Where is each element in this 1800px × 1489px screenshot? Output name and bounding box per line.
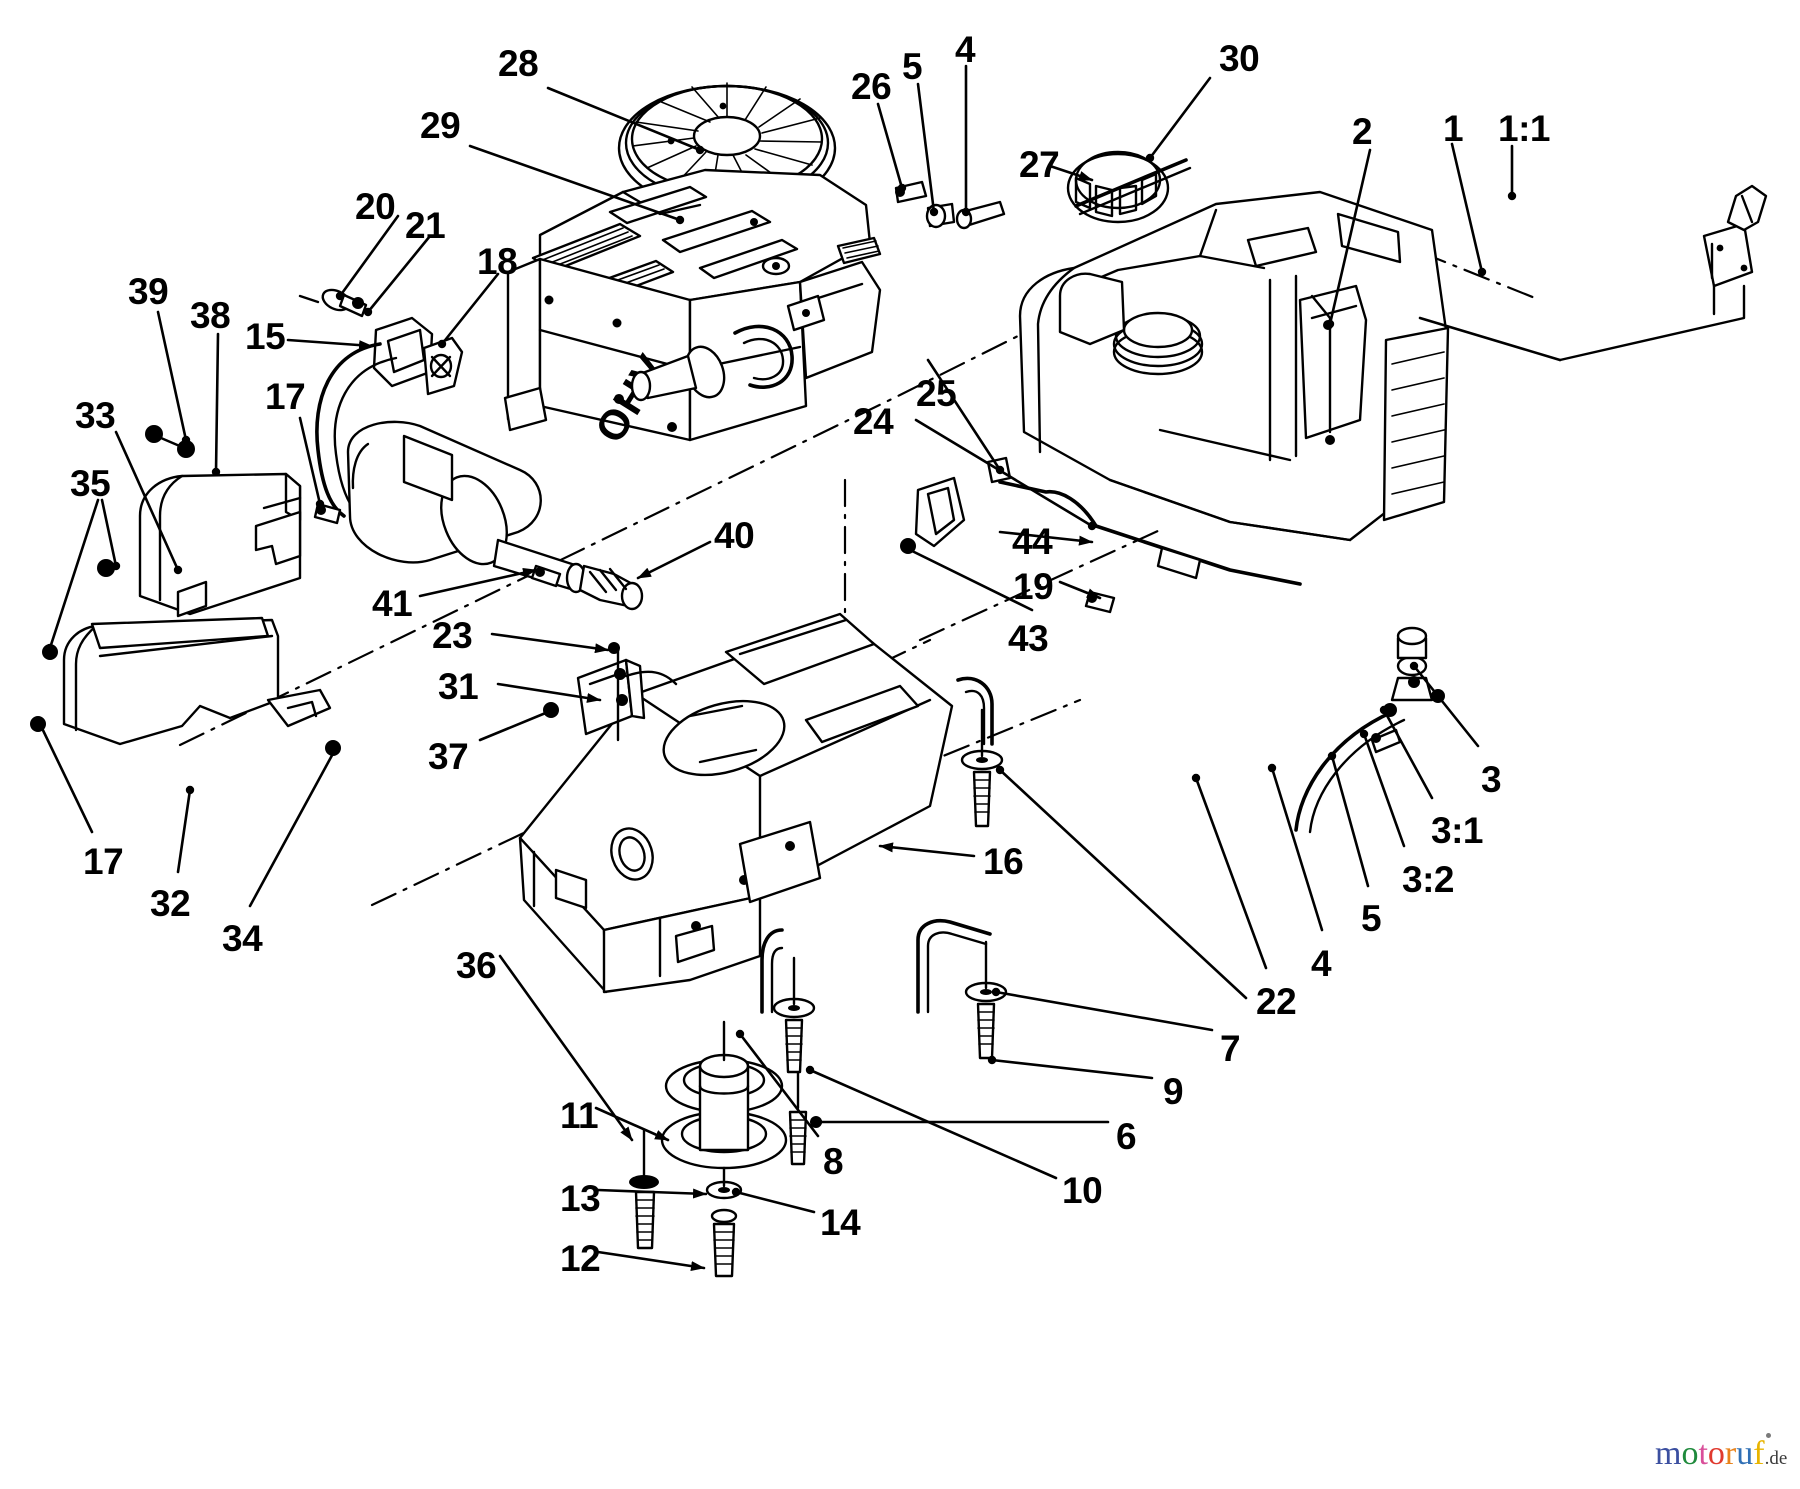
watermark-letter: t	[1698, 1435, 1708, 1472]
callout-37: 37	[428, 736, 469, 777]
callout-38: 38	[190, 295, 231, 336]
callout-17: 17	[265, 376, 306, 417]
fastener-group	[629, 676, 1008, 1250]
callout-8: 8	[823, 1141, 844, 1182]
heat-shield-upper	[138, 425, 302, 618]
callout-27: 27	[1019, 144, 1060, 185]
ignition-switch	[1418, 184, 1768, 362]
watermark-letter: f	[1753, 1435, 1765, 1472]
callout-3-1: 3:1	[1431, 810, 1483, 851]
callout-21: 21	[405, 205, 446, 246]
watermark-letter: m	[1655, 1435, 1682, 1472]
callout-40: 40	[714, 515, 755, 556]
callout-5: 5	[902, 46, 923, 87]
callout-20: 20	[355, 186, 396, 227]
callout-31: 31	[438, 666, 479, 707]
callout-29: 29	[420, 105, 461, 146]
callout-3: 3	[1481, 759, 1502, 800]
watermark-letter: r	[1724, 1435, 1737, 1472]
callout-34: 34	[222, 918, 263, 959]
watermark-letter: u	[1736, 1435, 1754, 1472]
heat-shield-lower	[30, 559, 341, 756]
watermark-suffix: .de	[1764, 1448, 1788, 1469]
callout-7: 7	[1220, 1028, 1241, 1069]
callout-35: 35	[70, 463, 111, 504]
motoruf-watermark: motoruf.de	[1655, 1433, 1788, 1472]
callout-3-2: 3:2	[1402, 859, 1454, 900]
callout-19: 19	[1013, 566, 1054, 607]
callout-24: 24	[853, 401, 894, 442]
callout-39: 39	[128, 271, 169, 312]
callout-4: 4	[955, 29, 976, 70]
callout-4: 4	[1311, 943, 1332, 984]
callout-15: 15	[245, 316, 286, 357]
callout-22: 22	[1256, 981, 1297, 1022]
callout-43: 43	[1008, 618, 1049, 659]
watermark-dot-icon	[1766, 1433, 1772, 1438]
callout-23: 23	[432, 615, 473, 656]
fuel-tank-assembly	[1018, 190, 1450, 542]
callout-6: 6	[1116, 1116, 1137, 1157]
callout-41: 41	[372, 583, 413, 624]
callout-18: 18	[477, 241, 518, 282]
callout-33: 33	[75, 395, 116, 436]
callout-5: 5	[1361, 898, 1382, 939]
callout-44: 44	[1012, 521, 1053, 562]
callout-30: 30	[1219, 38, 1260, 79]
watermark-letter: o	[1707, 1435, 1725, 1472]
callout-28: 28	[498, 43, 539, 84]
callout-1-1: 1:1	[1498, 108, 1550, 149]
callout-32: 32	[150, 883, 191, 924]
callout-2: 2	[1352, 111, 1373, 152]
callout-13: 13	[560, 1178, 601, 1219]
callout-11: 11	[560, 1095, 599, 1136]
callout-14: 14	[820, 1202, 861, 1243]
top-hardware	[894, 180, 1006, 230]
callout-10: 10	[1062, 1170, 1103, 1211]
callout-25: 25	[916, 373, 957, 414]
callout-17: 17	[83, 841, 124, 882]
callout-36: 36	[456, 945, 497, 986]
engine-pulley	[660, 1020, 788, 1278]
callout-16: 16	[983, 841, 1024, 882]
callout-9: 9	[1163, 1071, 1184, 1112]
leader-lines	[35, 64, 1517, 1272]
callout-1: 1	[1443, 108, 1464, 149]
callout-12: 12	[560, 1238, 601, 1279]
frame-assembly	[518, 612, 954, 994]
engine-assembly: OHV	[503, 82, 882, 451]
callout-26: 26	[851, 66, 892, 107]
air-cleaner-bracket	[298, 288, 464, 518]
watermark-letter: o	[1681, 1435, 1699, 1472]
fuel-shutoff-valve	[1294, 626, 1445, 834]
muffler-assembly	[313, 420, 644, 611]
fuel-cap	[1066, 150, 1192, 224]
